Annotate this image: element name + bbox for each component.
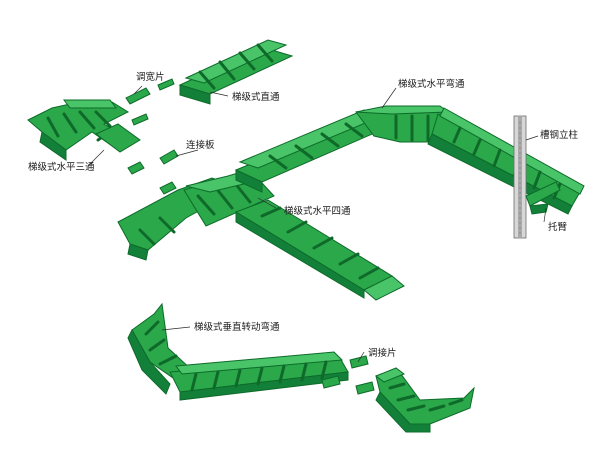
label-straight: 梯级式直通 <box>232 91 280 103</box>
adjust-piece-plates <box>321 355 375 395</box>
label-vertical-bend: 梯级式垂直转动弯通 <box>194 321 280 333</box>
straight-ladder-segment <box>178 39 294 105</box>
label-tee: 梯级式水平三通 <box>28 161 95 173</box>
channel-steel-column <box>513 115 527 239</box>
label-cross: 梯级式水平四通 <box>284 205 351 217</box>
leader-lines <box>87 85 547 363</box>
vertical-rotation-bend-ladder <box>127 302 349 401</box>
vertical-bend-right-ladder <box>374 367 475 433</box>
connector-plates <box>127 149 179 195</box>
bracket-arm <box>525 181 561 215</box>
adjust-width-piece-top <box>125 78 175 126</box>
horizontal-bend-ladder <box>355 105 585 215</box>
label-bracket-arm: 托臂 <box>548 221 568 233</box>
horizontal-tee-ladder <box>27 99 141 161</box>
label-horizontal-bend: 梯级式水平弯通 <box>398 78 465 90</box>
label-adjust-piece: 调接片 <box>368 347 397 359</box>
label-adjust-width-piece: 调宽片 <box>136 71 165 83</box>
label-channel-column: 槽钢立柱 <box>540 129 579 141</box>
label-connector-plate: 连接板 <box>186 139 215 151</box>
